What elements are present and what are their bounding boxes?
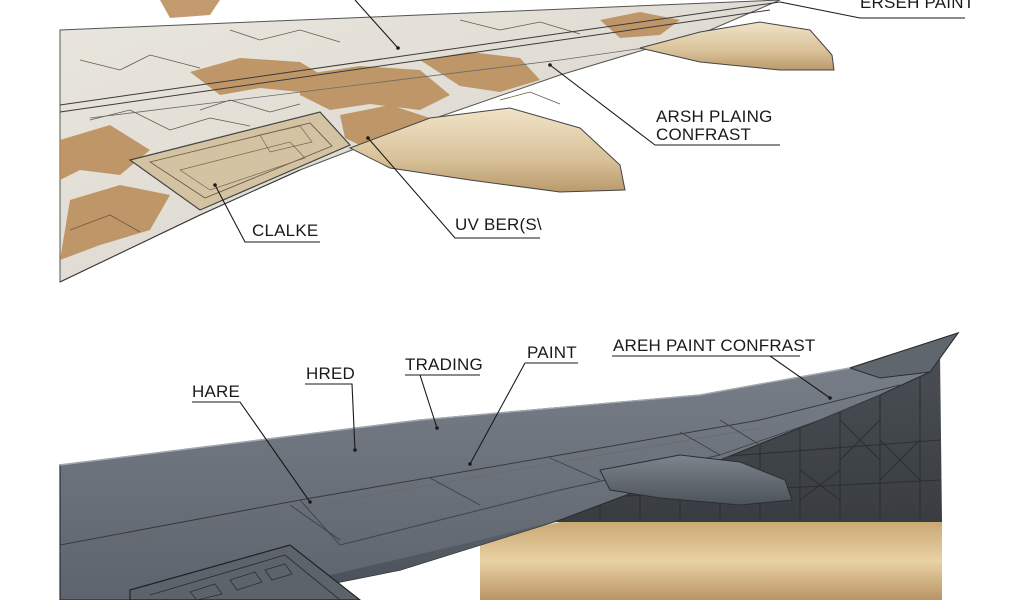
callout-paint: PAINT bbox=[468, 343, 578, 466]
callout-ersh-paint-label: ERSEH PAINT bbox=[860, 0, 974, 12]
repainted-wing-scene: HARE HRED TRADING PAINT AREH PAINT CONFR… bbox=[59, 331, 960, 600]
callout-uv-bers-label: UV BER(S\ bbox=[455, 215, 542, 234]
callout-uv-bers: UV BER(S\ bbox=[366, 136, 542, 239]
grey-flap-fairing bbox=[599, 454, 793, 506]
callout-arsh-plaing-line2: CONFRAST bbox=[656, 125, 751, 144]
callout-areh-paint-confrast-label: AREH PAINT CONFRAST bbox=[613, 336, 815, 355]
callout-arsh-plaing-line1: ARSH PLAING bbox=[656, 107, 773, 126]
grey-access-panel bbox=[129, 544, 361, 600]
callout-paint-label: PAINT bbox=[527, 343, 577, 362]
corrosion-patches bbox=[60, 0, 680, 260]
hangar-floor bbox=[480, 522, 942, 600]
flap-fairing-outer bbox=[639, 21, 835, 71]
wingtip bbox=[848, 332, 960, 379]
flap-fairing-inner bbox=[348, 107, 626, 193]
callout-clalke: CLALKE bbox=[213, 183, 320, 243]
callout-ersh-paint: ERSEH PAINT bbox=[779, 0, 974, 19]
callout-areh-paint-confrast: AREH PAINT CONFRAST bbox=[612, 336, 832, 400]
weathered-wing: ERSEH PAINT ARSH PLAING CONFRAST UV BER(… bbox=[59, 0, 974, 283]
callout-hare-label: HARE bbox=[192, 382, 240, 401]
callout-hare: HARE bbox=[192, 382, 312, 504]
callout-arsh-plaing: ARSH PLAING CONFRAST bbox=[548, 63, 780, 146]
callout-clalke-label: CLALKE bbox=[252, 221, 318, 240]
surface-cracks bbox=[69, 19, 581, 233]
callout-hred: HRED bbox=[305, 364, 357, 452]
callout-trading: TRADING bbox=[405, 355, 483, 430]
callout-hred-label: HRED bbox=[306, 364, 355, 383]
callout-trading-label: TRADING bbox=[405, 355, 483, 374]
access-panel bbox=[128, 111, 352, 211]
